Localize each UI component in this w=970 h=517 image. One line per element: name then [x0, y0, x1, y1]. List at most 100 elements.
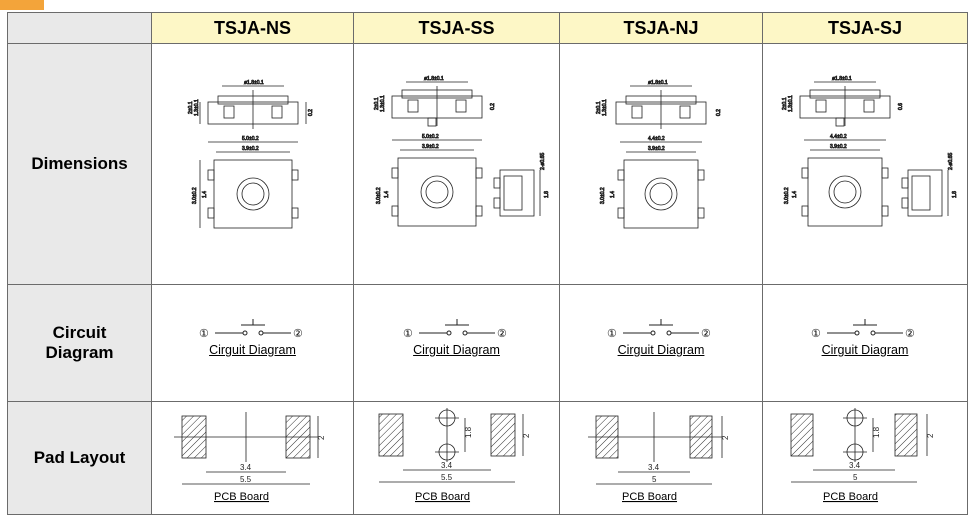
row-label-circuit-line2: Diagram	[45, 343, 114, 362]
dim-h3-ss: 0.2	[490, 103, 496, 110]
switch-symbol-icon: ① ②	[811, 319, 915, 340]
column-header-ns: TSJA-NS	[151, 12, 354, 44]
dim-top-width-ns: 5.0±0.2	[242, 136, 259, 142]
row-label-circuit: Circuit Diagram	[7, 284, 152, 402]
dim-extra-sj: 2-ø0.65	[948, 153, 954, 170]
pad-height-ns: 2	[317, 435, 326, 440]
switch-symbol-icon: ① ②	[607, 319, 711, 340]
switch-symbol-icon: ① ②	[403, 319, 507, 340]
header-row: TSJA-NS TSJA-SS TSJA-NJ TSJA-SJ	[7, 12, 968, 44]
circuit-node1-label: ①	[403, 328, 413, 340]
dimension-drawing-ss: ø1.8±0.1 2±0.1 1.3±0.1 0.2 5.0±0.2 3.9±0…	[353, 43, 560, 285]
pad-layout-sj: 1.8 2 3.4 5 PCB Board	[762, 401, 968, 515]
dim-h1-ns: 2±0.1	[188, 101, 194, 114]
circuit-caption-nj: Cirguit Diagram	[617, 343, 705, 357]
pad-layout-sj-svg: 1.8 2 3.4 5 PCB Board	[790, 408, 935, 503]
dim-pin-ns: ø1.8±0.1	[244, 80, 264, 86]
row-label-dimensions: Dimensions	[7, 43, 152, 285]
pad-pitch-sj: 1.8	[872, 426, 881, 438]
pad-height-sj: 2	[926, 433, 935, 438]
circuit-cell-sj: ① ② Cirguit Diagram	[762, 284, 968, 402]
dim-h2-ns: 1.3±0.1	[194, 99, 200, 116]
circuit-caption-ss: Cirguit Diagram	[413, 343, 500, 357]
dim-pin-sj: ø1.8±0.1	[832, 76, 852, 82]
circuit-node2-label: ②	[905, 328, 915, 340]
dim-h3-nj: 0.2	[716, 109, 722, 116]
dim-top-width-ss: 5.0±0.2	[422, 134, 439, 140]
circuit-node1-label: ①	[811, 328, 821, 340]
dim-side2-ns: 1.4	[202, 191, 208, 198]
dim-h3-ns: 0.2	[308, 109, 314, 116]
pad-pitch-ss: 1.8	[464, 426, 473, 438]
dim-top-width-sj: 4.4±0.2	[830, 134, 847, 140]
row-label-circuit-line1: Circuit	[52, 323, 107, 343]
dimension-drawing-sj: ø1.8±0.1 2±0.1 1.3±0.1 0.6 4.4±0.2 3.9±0…	[762, 43, 968, 285]
row-label-pad-layout: Pad Layout	[7, 401, 152, 515]
pad-layout-ns-svg: 2 3.4 5.5 PCB Board	[173, 412, 326, 503]
dimension-drawing-ss-svg: ø1.8±0.1 2±0.1 1.3±0.1 0.2 5.0±0.2 3.9±0…	[373, 76, 550, 227]
dim-inner-width-sj: 3.9±0.2	[830, 144, 847, 150]
dimension-drawing-nj-svg: ø1.8±0.1 2±0.1 1.3±0.1 0.2 4.4±0.2 3.9±0…	[596, 80, 722, 229]
circuit-node2-label: ②	[497, 328, 507, 340]
dim-pin-nj: ø1.8±0.1	[648, 80, 668, 86]
dim-h1-sj: 2±0.1	[782, 97, 788, 110]
dim-h2-ss: 1.3±0.1	[380, 95, 386, 112]
pad-layout-nj-svg: 2 3.4 5 PCB Board	[588, 412, 730, 503]
dim-side2-sj: 1.4	[792, 191, 798, 198]
dim-top-width-nj: 4.4±0.2	[648, 136, 665, 142]
circuit-cell-ss: ① ② Cirguit Diagram	[353, 284, 560, 402]
pad-height-nj: 2	[721, 435, 730, 440]
pad-height-ss: 2	[522, 433, 531, 438]
pad-inner-nj: 3.4	[648, 463, 660, 472]
circuit-caption-sj: Cirguit Diagram	[821, 343, 909, 357]
circuit-cell-nj: ① ② Cirguit Diagram	[559, 284, 763, 402]
pad-outer-nj: 5	[652, 475, 657, 484]
circuit-cell-ns: ① ② Cirguit Diagram	[151, 284, 354, 402]
pcb-caption-nj: PCB Board	[622, 491, 677, 503]
circuit-node1-label: ①	[199, 328, 209, 340]
spec-table: TSJA-NS TSJA-SS TSJA-NJ TSJA-SJ Dimensio…	[7, 12, 968, 515]
pad-layout-row: Pad Layout 2 3.4	[7, 401, 968, 515]
pad-outer-ss: 5.5	[441, 473, 453, 482]
pad-layout-ss-svg: 1.8 2 3.4 5.5 PCB Board	[378, 408, 531, 503]
pad-inner-sj: 3.4	[849, 461, 861, 470]
circuit-node1-label: ①	[607, 328, 617, 340]
dim-h2-sj: 1.3±0.1	[788, 95, 794, 112]
dim-h1-nj: 2±0.1	[596, 101, 602, 114]
dimension-drawing-nj: ø1.8±0.1 2±0.1 1.3±0.1 0.2 4.4±0.2 3.9±0…	[559, 43, 763, 285]
circuit-row: Circuit Diagram ① ② Cirguit Dia	[7, 284, 968, 402]
dim-side1-ns: 3.0±0.2	[192, 187, 198, 204]
pcb-caption-ss: PCB Board	[415, 491, 470, 503]
switch-symbol-icon: ① ②	[199, 319, 303, 340]
dim-inner-width-nj: 3.9±0.2	[648, 146, 665, 152]
dim-inner-width-ns: 3.9±0.2	[242, 146, 259, 152]
pad-inner-ns: 3.4	[240, 463, 252, 472]
pad-outer-ns: 5.5	[240, 475, 252, 484]
pad-inner-ss: 3.4	[441, 461, 453, 470]
circuit-caption-ns: Cirguit Diagram	[209, 343, 296, 357]
dimension-drawing-ns-svg: ø1.8±0.1 2±0.1 1.3±0.1 0.2 5.0±0.2 3.9±0…	[187, 80, 314, 229]
dim-h1-ss: 2±0.1	[374, 97, 380, 110]
dim-inner-width-ss: 3.9±0.2	[422, 144, 439, 150]
dim-side2-ss: 1.4	[384, 191, 390, 198]
column-header-nj: TSJA-NJ	[559, 12, 763, 44]
pcb-caption-sj: PCB Board	[823, 491, 878, 503]
dim-side1-ss: 3.0±0.2	[376, 187, 382, 204]
column-header-ss: TSJA-SS	[353, 12, 560, 44]
dimension-drawing-sj-svg: ø1.8±0.1 2±0.1 1.3±0.1 0.6 4.4±0.2 3.9±0…	[782, 76, 958, 227]
pad-outer-sj: 5	[853, 473, 858, 482]
pad-layout-nj: 2 3.4 5 PCB Board	[559, 401, 763, 515]
dimension-drawing-ns: ø1.8±0.1 2±0.1 1.3±0.1 0.2 5.0±0.2 3.9±0…	[151, 43, 354, 285]
header-corner	[7, 12, 152, 44]
column-header-sj: TSJA-SJ	[762, 12, 968, 44]
pad-layout-ss: 1.8 2 3.4 5.5 PCB Board	[353, 401, 560, 515]
pad-layout-ns: 2 3.4 5.5 PCB Board	[151, 401, 354, 515]
dim-extra-ss: 2-ø0.65	[540, 153, 546, 170]
dim-extra2-ss: 1.8	[544, 191, 550, 198]
pcb-caption-ns: PCB Board	[214, 491, 269, 503]
dim-h2-nj: 1.3±0.1	[602, 99, 608, 116]
circuit-node2-label: ②	[701, 328, 711, 340]
dim-side2-nj: 1.4	[610, 191, 616, 198]
section-tab-marker	[0, 0, 44, 10]
dimensions-row: Dimensions ø1.8±0.1 2±0.1 1.3±0.1 0.2	[7, 43, 968, 285]
